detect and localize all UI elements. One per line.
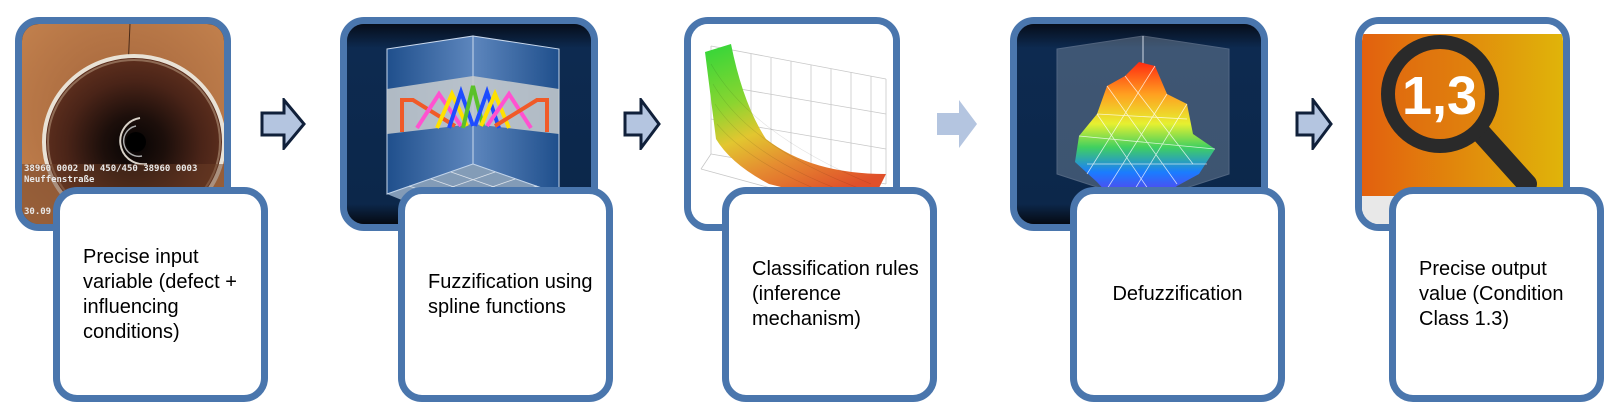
arrow-right-icon: [623, 98, 661, 150]
overlay-line-2: Neuffenstraße: [24, 175, 95, 185]
step-2-label-box: Fuzzification using spline functions: [398, 187, 613, 402]
step-1-label: Precise input variable (defect + influen…: [83, 245, 237, 343]
arrow-right-icon: [260, 98, 306, 150]
step-1-label-box: Precise input variable (defect + influen…: [53, 187, 268, 402]
arrow-shape: [1295, 98, 1333, 150]
magnifier-condition-class: 1,3: [1362, 24, 1563, 224]
rainbow-surface-chart: [1017, 24, 1261, 224]
condition-class-badge: 1,3: [1402, 66, 1477, 126]
step-1-image: 38960 0002 DN 450/450 38960 0003 Neuffen…: [15, 17, 231, 231]
step-3-label-box: Classification rules (inference mechanis…: [722, 187, 937, 402]
step-3-label: Classification rules (inference mechanis…: [752, 258, 919, 330]
step-5-image: 1,3: [1355, 17, 1570, 231]
magnifier-icon: [1381, 35, 1537, 194]
arrow-right-icon: [1295, 98, 1333, 150]
step-4-label-box: Defuzzification: [1070, 187, 1285, 402]
step-4-label: Defuzzification: [1112, 283, 1243, 305]
step-5-label-box: Precise output value (Condition Class 1.…: [1389, 187, 1604, 402]
arrow-shape: [623, 98, 661, 150]
arrow-right-icon: [935, 98, 979, 150]
step-5-label: Precise output value (Condition Class 1.…: [1419, 258, 1564, 330]
arrow-shape: [937, 100, 977, 148]
step-2-label: Fuzzification using spline functions: [428, 270, 593, 318]
overlay-line-1: 38960 0002 DN 450/450 38960 0003: [24, 164, 197, 174]
overlay-line-3: 30.09.: [24, 207, 57, 217]
arrow-shape: [260, 98, 306, 150]
